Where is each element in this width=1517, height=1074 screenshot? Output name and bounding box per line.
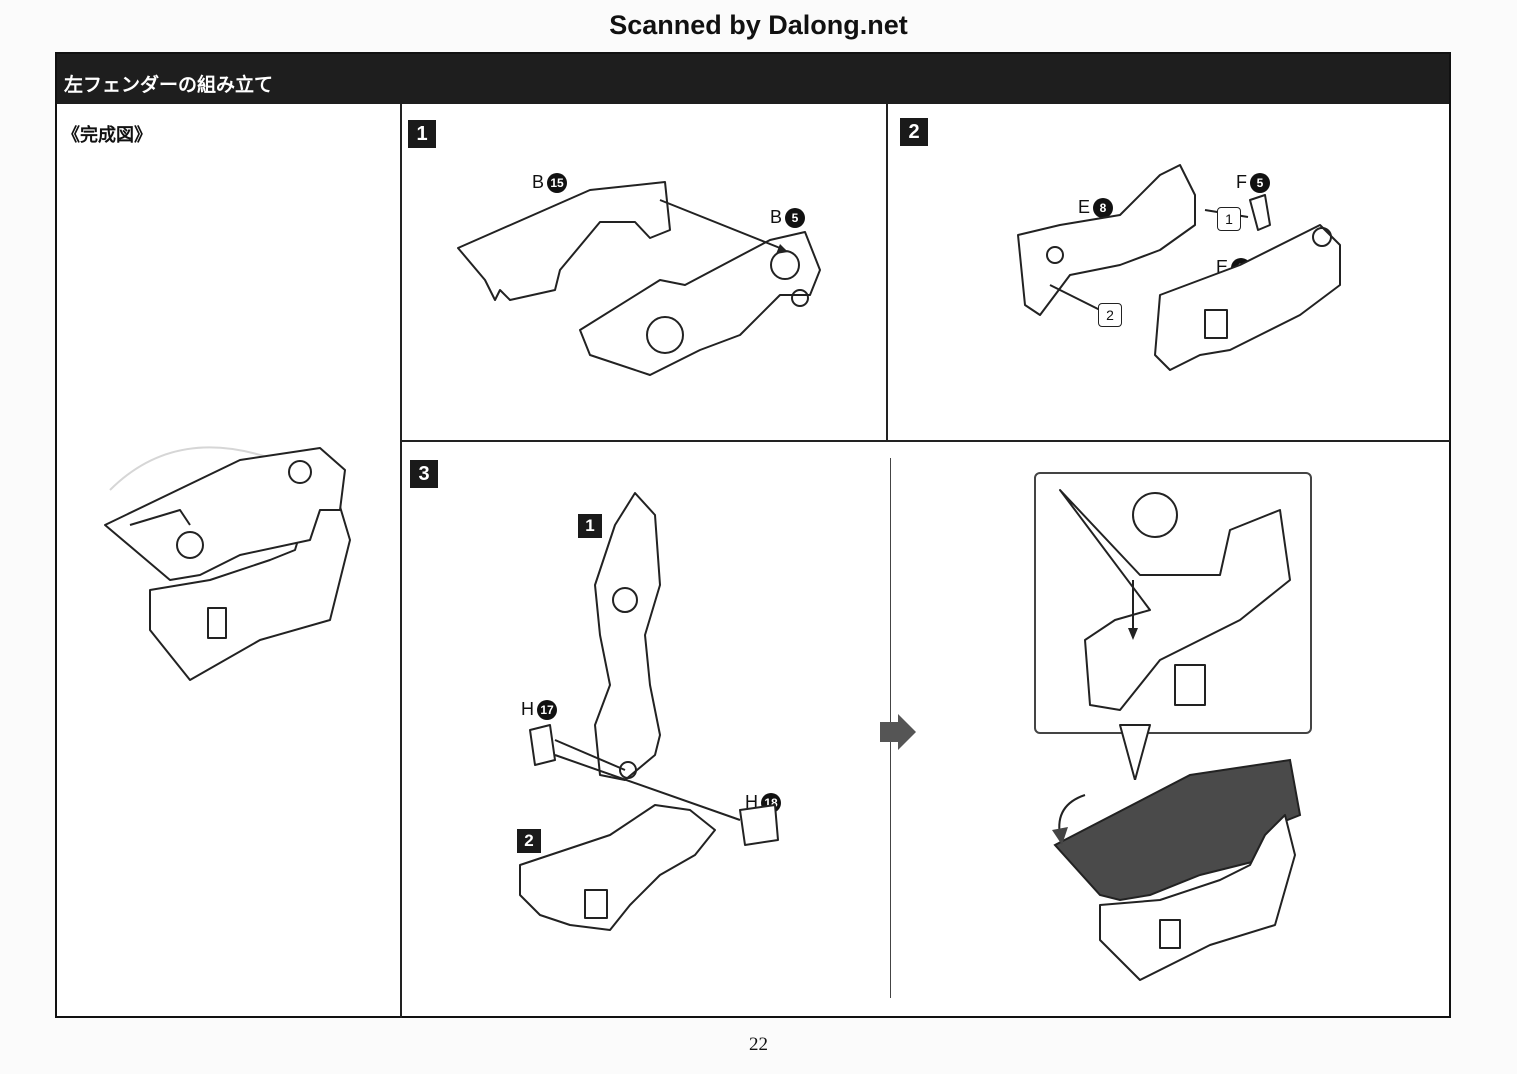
step-2-diagram: [1017, 164, 1341, 371]
order-mark-1: 1: [1217, 207, 1241, 231]
next-arrow-icon: [880, 714, 916, 750]
step-1-number: 1: [408, 120, 436, 148]
part-number-badge: 8: [1093, 198, 1114, 219]
step-3-diagram: [519, 492, 779, 931]
step-3-number: 3: [410, 460, 438, 488]
part-number-badge: 5: [1250, 173, 1270, 194]
divider-top-middle: [886, 104, 888, 442]
final-assembly-diagram: [1052, 758, 1302, 981]
part-letter: E: [1078, 197, 1091, 217]
part-letter: F: [1236, 172, 1247, 192]
complete-label: 《完成図》: [62, 125, 152, 146]
part-letter: B: [770, 207, 783, 227]
divider-horizontal: [400, 440, 1450, 442]
page-number: 22: [749, 1034, 768, 1055]
order-mark-2: 2: [1098, 303, 1122, 327]
detail-callout-diagram: [1059, 489, 1291, 780]
step-1-diagram: [457, 181, 821, 376]
part-number-badge: 15: [547, 173, 568, 194]
part-letter: B: [532, 172, 545, 192]
complete-diagram: [104, 446, 351, 681]
watermark: Scanned by Dalong.net: [609, 10, 908, 40]
sub-part-2-marker: 2: [517, 829, 541, 853]
divider-left: [400, 104, 402, 1018]
section-title: 左フェンダーの組み立て: [64, 74, 274, 96]
section-header: [57, 54, 1449, 104]
sub-part-1-marker: 1: [578, 514, 602, 538]
step-2-number: 2: [900, 118, 928, 146]
part-number-badge: 17: [537, 700, 557, 721]
part-letter: H: [521, 699, 534, 719]
part-number-badge: 5: [785, 208, 806, 229]
